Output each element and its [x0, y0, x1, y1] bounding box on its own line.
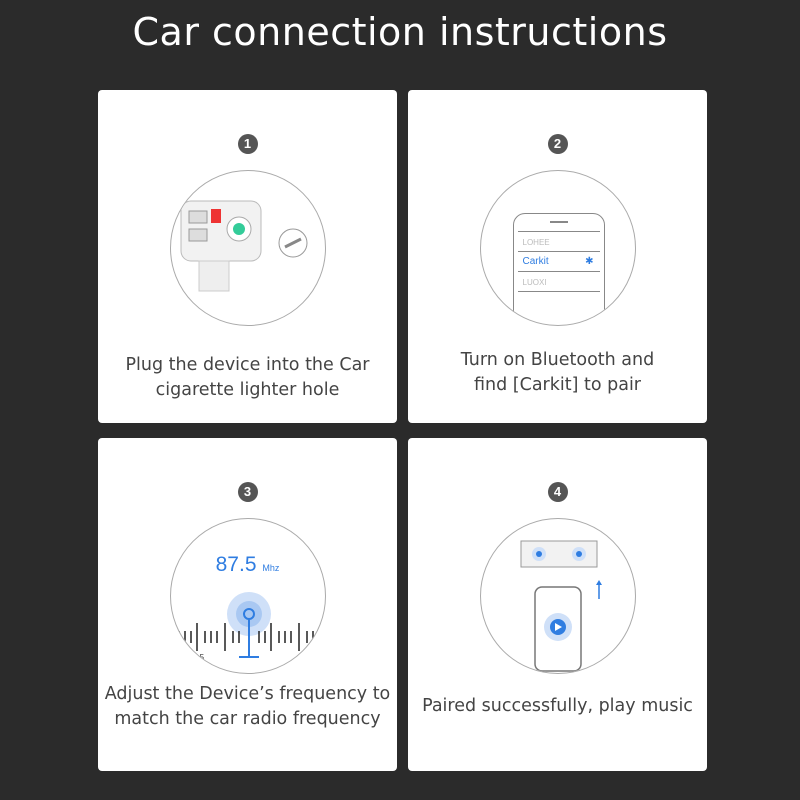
step-card-1: 1 Plug the device into the Car cigarette… — [98, 90, 397, 423]
step-card-3: 3 87.5 Mhz 85.5 88.5 Adjust the Device’s… — [98, 438, 397, 771]
step-caption: Adjust the Device’s frequency to match t… — [98, 682, 397, 732]
car-charger-illustration — [169, 170, 326, 326]
radio-tuner-illustration: 87.5 Mhz 85.5 88.5 — [169, 518, 326, 674]
step-number: 4 — [547, 482, 568, 502]
step-number: 1 — [237, 134, 258, 154]
step-number: 2 — [547, 134, 568, 154]
device-item-carkit[interactable]: Carkit ✱ — [517, 252, 600, 272]
caption-line: find [Carkit] to pair — [473, 375, 642, 395]
caption-line: Plug the device into the Car — [125, 355, 370, 375]
paired-phone-and-device-icon — [520, 540, 602, 672]
frequency-unit: Mhz — [262, 563, 280, 573]
car-charger-icon — [180, 200, 307, 292]
step-caption: Paired successfully, play music — [422, 696, 693, 716]
device-name: Carkit — [522, 256, 549, 267]
frequency-readout: 87.5 Mhz — [171, 553, 325, 577]
phone-frame: LOHEE Carkit ✱ LUOXI — [512, 213, 605, 325]
phone-bluetooth-illustration: LOHEE Carkit ✱ LUOXI — [479, 170, 636, 326]
step-number: 3 — [237, 482, 258, 502]
caption-line: cigarette lighter hole — [155, 380, 340, 400]
device-item[interactable]: LOHEE — [517, 232, 600, 252]
bluetooth-icon: ✱ — [585, 256, 594, 267]
device-list: LOHEE Carkit ✱ LUOXI — [517, 231, 600, 292]
step-caption: Plug the device into the Car cigarette l… — [98, 353, 397, 403]
frequency-value: 87.5 — [215, 553, 257, 576]
scale-label-left: 85.5 — [188, 653, 205, 662]
caption-line: Adjust the Device’s frequency to — [104, 684, 391, 704]
device-item[interactable]: LUOXI — [517, 272, 600, 292]
step-card-2: 2 LOHEE Carkit ✱ LUOXI Turn on Bluetooth … — [408, 90, 707, 423]
paired-illustration — [479, 518, 636, 674]
scale-label-right: 88.5 — [298, 653, 315, 662]
caption-line: Turn on Bluetooth and — [460, 350, 655, 370]
caption-line: match the car radio frequency — [114, 709, 381, 729]
tuner-scale — [177, 592, 314, 658]
step-caption: Turn on Bluetooth and find [Carkit] to p… — [408, 348, 707, 398]
step-card-4: 4 Paired successfully, play music — [408, 438, 707, 771]
page-title: Car connection instructions — [132, 10, 668, 54]
